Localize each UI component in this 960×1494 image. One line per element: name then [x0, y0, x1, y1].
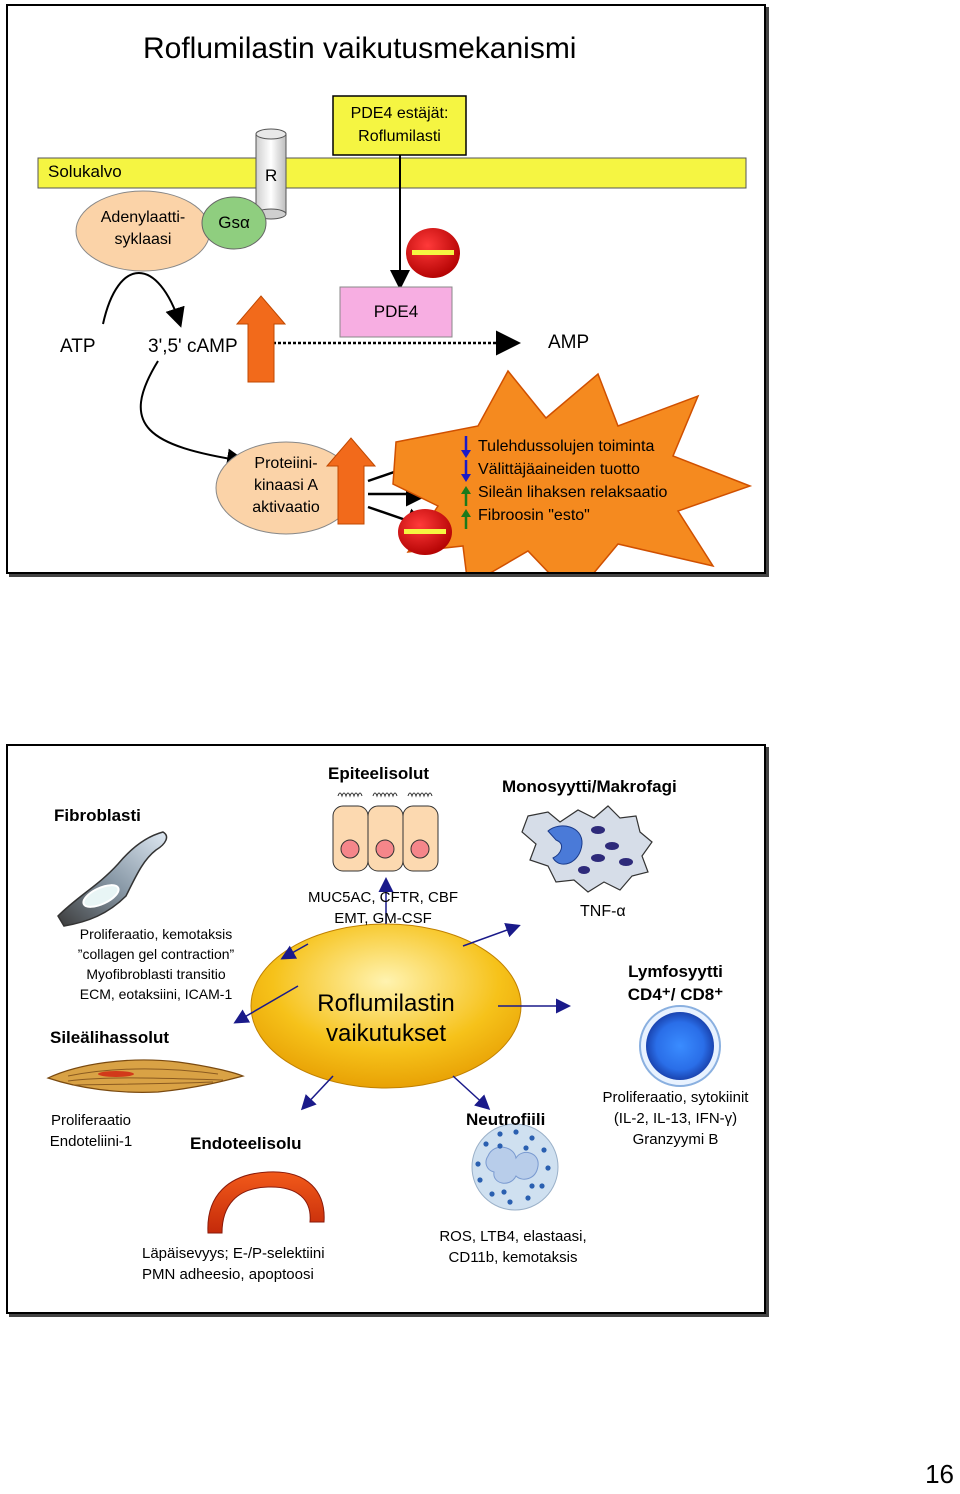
- lymphocyte-label: Lymfosyytti: [628, 962, 723, 981]
- pka-increase-arrow: [325, 437, 377, 525]
- pde4-label: PDE4: [373, 302, 419, 321]
- membrane-label: Solukalvo: [48, 162, 122, 181]
- fibroblast-effect-2: ”collagen gel contraction”: [77, 946, 235, 962]
- pde4-box: [339, 286, 453, 338]
- epithelial-effect-1: MUC5AC, CFTR, CBF: [308, 889, 458, 906]
- camp-to-pka-curve: [139, 360, 247, 469]
- smooth-muscle-cell: [46, 1059, 245, 1093]
- camp-label: 3',5' cAMP: [148, 336, 238, 357]
- effect-down-arrow-1: [461, 436, 471, 458]
- fibroblast-effect-1: Proliferaatio, kemotaksis: [79, 926, 233, 942]
- gs-alpha-label: Gsα: [218, 213, 250, 232]
- amp-label: AMP: [548, 332, 590, 353]
- pde4-inhibitor-box: [332, 95, 467, 156]
- macrophage-cell: [521, 805, 653, 893]
- smooth-muscle-label: Sileälihassolut: [50, 1028, 170, 1047]
- arrow-to-fibroblast: [280, 943, 309, 960]
- minus-circle-top: [406, 228, 460, 278]
- epithelial-cells: [332, 792, 439, 872]
- adenylate-label-line1: Adenylaatti-: [100, 209, 186, 226]
- pka-label-line1: Proteiini-: [254, 455, 318, 472]
- fibroblast-effect-4: ECM, eotaksiini, ICAM-1: [79, 986, 233, 1002]
- neutrophil-label: Neutrofiili: [466, 1110, 546, 1129]
- endothelial-label: Endoteelisolu: [190, 1134, 302, 1153]
- effects-slide: Fibroblasti Epiteelisolut Monosyytti/Mak…: [6, 744, 766, 1314]
- lymphocyte-effect-1: Proliferaatio, sytokiinit: [602, 1089, 749, 1106]
- center-label-line2: vaikutukset: [325, 1020, 447, 1047]
- lymphocyte-effect-3: Granzyymi B: [632, 1131, 719, 1148]
- lymphocyte-effect-2: (IL-2, IL-13, IFN-γ): [613, 1110, 738, 1127]
- epithelial-label: Epiteelisolut: [328, 764, 430, 783]
- epithelial-effect-2: EMT, GM-CSF: [334, 910, 432, 927]
- page-number: 16: [925, 1459, 954, 1489]
- monocyte-label: Monosyytti/Makrofagi: [502, 777, 677, 796]
- fibroblast-cell: [57, 831, 168, 927]
- effect-item-1: Tulehdussolujen toiminta: [478, 438, 655, 455]
- endothelial-cell: [207, 1171, 325, 1234]
- endothelial-effect-1: Läpäisevyys; E-/P-selektiini: [142, 1245, 325, 1262]
- endothelial-effect-2: PMN adheesio, apoptoosi: [142, 1266, 314, 1283]
- atp-label: ATP: [60, 336, 96, 357]
- effect-item-3: Sileän lihaksen relaksaatio: [478, 484, 668, 501]
- smooth-muscle-effect-2: Endoteliini-1: [49, 1133, 133, 1150]
- pka-label-line3: aktivaatio: [252, 499, 320, 516]
- neutrophil-effect-2: CD11b, kemotaksis: [448, 1249, 578, 1266]
- cd-label: CD4⁺/ CD8⁺: [627, 985, 724, 1004]
- mechanism-slide: Roflumilastin vaikutusmekanismi Solukalv…: [6, 4, 766, 574]
- arrow-to-monocyte: [462, 923, 521, 947]
- membrane-bar: [37, 157, 747, 189]
- effect-up-arrow-3: [461, 486, 471, 506]
- inhibitor-label-line1: PDE4 estäjät:: [350, 105, 449, 122]
- effect-item-2: Välittäjäaineiden tuotto: [478, 461, 640, 478]
- neutrophil-cell: [471, 1123, 559, 1211]
- slide-title: Roflumilastin vaikutusmekanismi: [143, 32, 577, 65]
- receptor-label: R: [265, 166, 278, 185]
- arrow-to-endothelial: [300, 1075, 334, 1111]
- adenylate-label-line2: syklaasi: [114, 231, 172, 248]
- effect-down-arrow-2: [461, 460, 471, 482]
- neutrophil-effect-1: ROS, LTB4, elastaasi,: [439, 1228, 587, 1245]
- lymphocyte-cell: [639, 1005, 721, 1087]
- effect-item-4: Fibroosin "esto": [478, 507, 590, 524]
- minus-circle-bottom: [398, 509, 452, 555]
- effects-diagram-graphics: [46, 792, 721, 1234]
- tnf-alpha-label: TNF-α: [580, 903, 626, 920]
- arrow-to-neutrophil: [452, 1075, 491, 1111]
- arrow-to-smooth-muscle: [233, 985, 299, 1024]
- center-label-line1: Roflumilastin: [317, 990, 455, 1017]
- mechanism-diagram-graphics: [37, 95, 753, 572]
- inhibitor-label-line2: Roflumilasti: [358, 128, 441, 145]
- gs-alpha-shape: [201, 196, 267, 250]
- effect-up-arrow-4: [461, 509, 471, 529]
- fibroblast-effect-3: Myofibroblasti transitio: [86, 966, 226, 982]
- camp-increase-arrow: [235, 295, 287, 383]
- smooth-muscle-effect-1: Proliferaatio: [50, 1112, 132, 1129]
- synthesis-arc: [102, 272, 185, 328]
- pka-label-line2: kinaasi A: [253, 477, 319, 494]
- fibroblast-label: Fibroblasti: [54, 806, 141, 825]
